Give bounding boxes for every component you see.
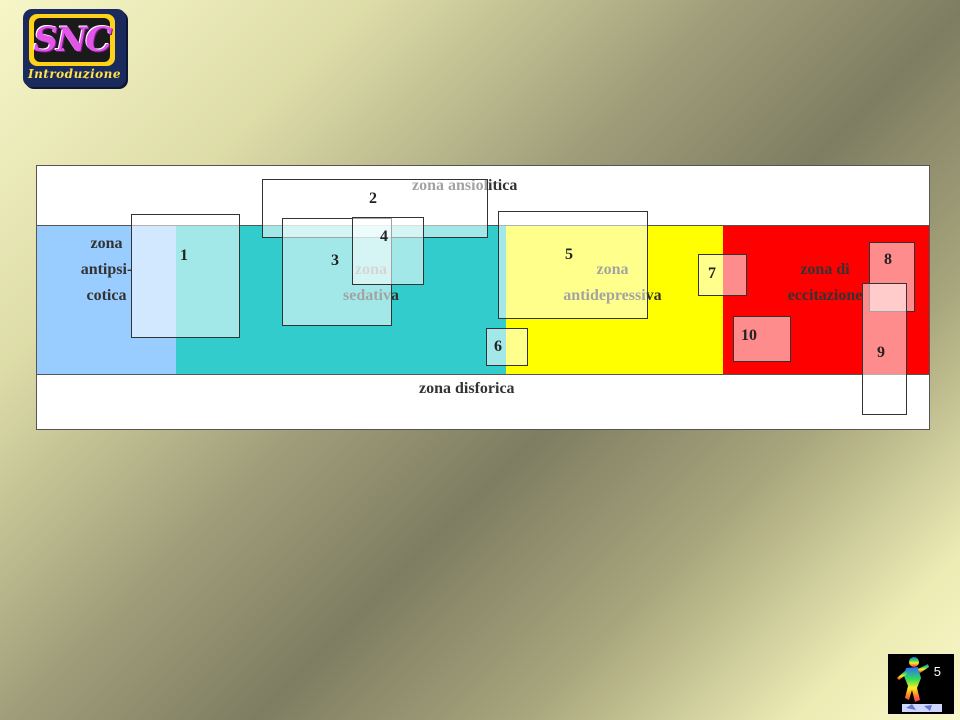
box-10: 10: [733, 316, 791, 362]
box-4-label: 4: [380, 228, 388, 245]
page-number: 5: [933, 664, 941, 679]
label-line: cotica: [86, 287, 127, 304]
box-8: 8: [869, 242, 915, 312]
box-1-label: 1: [180, 247, 188, 264]
box-5-label: 5: [565, 246, 573, 263]
box-2-label: 2: [369, 190, 377, 207]
logo-caption: Introduzione: [27, 67, 122, 81]
box-10-label: 10: [741, 327, 757, 344]
box-7: 7: [698, 254, 747, 296]
logo-badge[interactable]: SNC Introduzione: [23, 9, 126, 87]
label-zona-eccitazione: zona di eccitazione: [765, 257, 885, 309]
dancer-icon: [897, 657, 942, 712]
logo-ring: SNC: [29, 14, 115, 66]
label-line: antipsi-: [80, 261, 133, 278]
box-1: 1: [131, 214, 240, 338]
label-line: eccitazione: [787, 287, 863, 304]
label-line: zona: [90, 235, 123, 252]
box-3-label: 3: [331, 252, 339, 269]
box-6-label: 6: [494, 338, 502, 355]
box-9-label: 9: [877, 344, 885, 361]
logo-plate: SNC: [33, 18, 113, 62]
box-6: 6: [486, 328, 528, 366]
box-8-label: 8: [884, 251, 892, 268]
box-5: 5: [498, 211, 648, 319]
slide-nav-button[interactable]: 5: [888, 654, 954, 714]
box-7-label: 7: [708, 265, 716, 282]
label-zona-disforica: zona disforica: [419, 380, 515, 397]
logo-letters: SNC: [33, 20, 113, 60]
label-zona-antipsicotica: zona antipsi- cotica: [37, 231, 176, 309]
label-line: zona di: [800, 261, 850, 278]
box-4: 4: [352, 217, 424, 285]
box-9: 9: [862, 283, 907, 415]
zone-diagram: zona ansiolitica zona antipsi- cotica zo…: [36, 165, 930, 430]
